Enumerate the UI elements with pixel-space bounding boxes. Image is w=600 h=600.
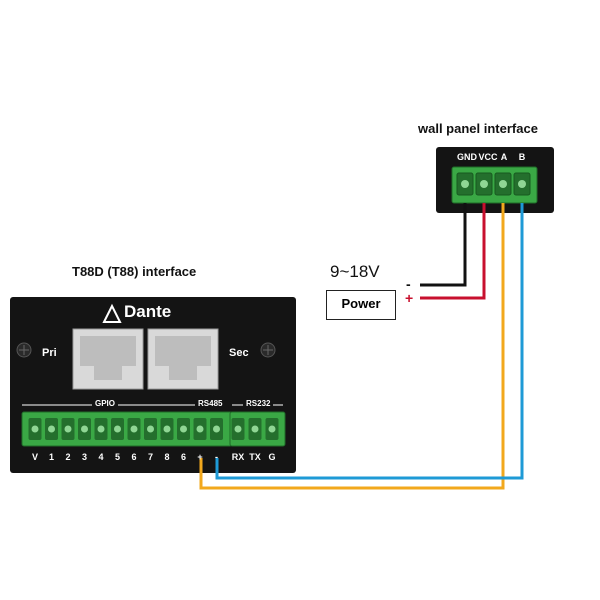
terminal-screw <box>234 425 242 433</box>
power-label-box: Power <box>326 290 396 320</box>
terminal-screw <box>97 425 105 433</box>
sec-label: Sec <box>229 347 249 359</box>
rs485-label: RS485 <box>195 399 226 408</box>
wire-b <box>215 203 524 480</box>
terminal-screw <box>81 425 88 433</box>
wall-panel-title: wall panel interface <box>418 121 538 136</box>
terminal-screw <box>31 425 39 433</box>
terminal-screw <box>251 425 259 433</box>
t88-pin-label: + <box>197 452 203 462</box>
terminal-screw <box>268 425 276 433</box>
wire-a <box>199 203 505 490</box>
t88-pin-label: 3 <box>81 452 87 462</box>
t88-device <box>10 297 296 473</box>
terminal-screw <box>163 425 171 433</box>
wall-pin-a: A <box>500 152 508 162</box>
t88-pin-label: RX <box>231 452 245 462</box>
terminal-screw <box>147 425 154 433</box>
t88-pin-label: 1 <box>48 452 54 462</box>
wire-vcc <box>420 203 486 300</box>
t88-pin-label: G <box>268 452 276 462</box>
terminal-screw <box>64 425 72 433</box>
wall-pin-b: B <box>518 152 526 162</box>
terminal-screw <box>114 425 121 433</box>
terminal-screw <box>196 425 204 433</box>
t88-pin-label: 2 <box>65 452 71 462</box>
wires <box>199 203 524 490</box>
wire-gnd <box>420 203 467 287</box>
power-minus: - <box>406 276 411 292</box>
t88-pin-label: 6 <box>131 452 137 462</box>
t88-pin-label: TX <box>249 452 261 462</box>
t88-title: T88D (T88) interface <box>72 264 197 279</box>
terminal-screw <box>213 425 220 433</box>
t88-pin-label: 6 <box>180 452 186 462</box>
power-voltage: 9~18V <box>330 262 380 281</box>
t88-pin-label: - <box>215 452 218 462</box>
t88-pin-label: 7 <box>147 452 153 462</box>
rs232-label: RS232 <box>243 399 274 408</box>
t88-pin-label: 8 <box>164 452 170 462</box>
terminal-screw <box>180 425 187 433</box>
terminal-screw <box>48 425 55 433</box>
t88-terminal-block <box>21 411 286 447</box>
wall-pin-gnd: GND <box>457 152 477 162</box>
terminal-screw <box>130 425 138 433</box>
wall-terminal-block <box>451 166 538 204</box>
power-plus: + <box>405 290 414 306</box>
gpio-label: GPIO <box>92 399 119 408</box>
wall-pin-vcc: VCC <box>478 152 498 162</box>
pri-label: Pri <box>42 347 57 359</box>
dante-logo: Dante <box>124 302 172 321</box>
t88-pin-label: 4 <box>98 452 104 462</box>
t88-pin-label: V <box>31 452 38 462</box>
t88-pin-label: 5 <box>114 452 120 462</box>
